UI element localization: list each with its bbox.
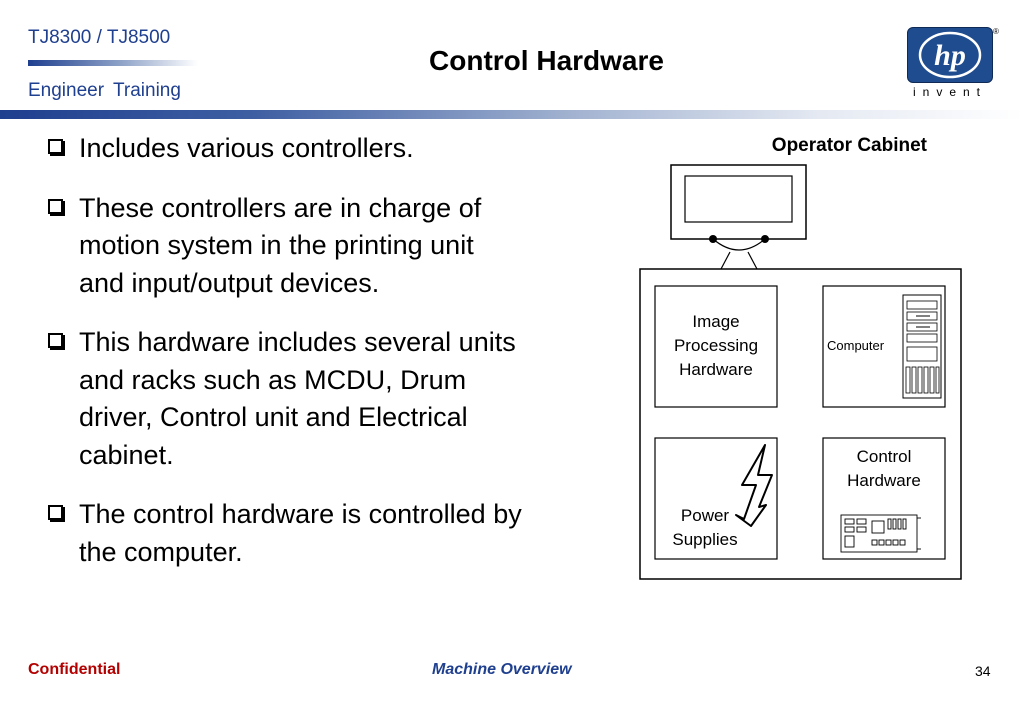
bullet-text: The control hardware is controlled by th… <box>79 499 522 567</box>
registered-mark: ® <box>993 27 999 36</box>
header-subtitle: Engineer Training <box>28 80 181 101</box>
image-processing-line: Hardware <box>679 360 753 379</box>
power-supplies-line: Supplies <box>672 530 738 549</box>
computer-label: Computer <box>827 338 885 353</box>
bullet-item: This hardware includes several units and… <box>48 324 578 474</box>
slide-title: Control Hardware <box>429 45 664 76</box>
control-hardware-line: Hardware <box>847 471 921 490</box>
operator-cabinet-label: Operator Cabinet <box>771 135 927 156</box>
header-product: TJ8300 / TJ8500 <box>28 27 171 48</box>
checkbox-bullet-icon <box>48 505 63 520</box>
diagram-drawing <box>639 164 962 580</box>
monitor-stand-right <box>747 251 758 270</box>
bullet-text: These controllers are in charge of motio… <box>79 192 482 298</box>
lightning-bolt-icon <box>735 444 773 527</box>
image-processing-label: Image Processing Hardware <box>655 310 777 382</box>
checkbox-bullet-icon <box>48 139 63 154</box>
footer-confidential: Confidential <box>28 661 121 678</box>
monitor-arm <box>712 238 766 251</box>
bullet-item: The control hardware is controlled by th… <box>48 496 578 571</box>
power-supplies-line: Power <box>680 506 730 525</box>
hardware-diagram: Operator Cabinet <box>620 125 990 595</box>
monitor-screen <box>684 175 793 223</box>
hp-logo-tagline: invent <box>912 85 988 99</box>
control-hardware-label: Control Hardware <box>823 445 945 493</box>
hp-logo-letters: hp <box>934 39 966 72</box>
bullet-text: This hardware includes several units and… <box>79 327 516 470</box>
bullet-item: These controllers are in charge of motio… <box>48 190 578 303</box>
checkbox-bullet-icon <box>48 198 63 214</box>
page-number: 34 <box>975 663 991 679</box>
hp-logo-badge: hp <box>907 27 993 83</box>
bullet-text: Includes various controllers. <box>79 133 414 163</box>
circuit-board-icon <box>840 514 921 553</box>
image-processing-line: Image <box>692 312 740 331</box>
image-processing-box <box>654 285 778 408</box>
image-processing-line: Processing <box>673 336 759 355</box>
hp-logo: hp ® invent <box>907 27 999 107</box>
computer-tower-icon <box>902 294 942 399</box>
hp-logo-mark: hp <box>918 31 982 79</box>
monitor-stand-left <box>720 251 731 270</box>
power-supplies-label: Power Supplies <box>655 504 755 552</box>
bullet-list: Includes various controllers. These cont… <box>48 130 578 593</box>
header-gradient-bar <box>0 110 1023 119</box>
header-rule <box>28 60 198 66</box>
control-hardware-line: Control <box>856 447 912 466</box>
footer-section: Machine Overview <box>432 661 572 678</box>
checkbox-bullet-icon <box>48 333 63 348</box>
bullet-item: Includes various controllers. <box>48 130 578 168</box>
